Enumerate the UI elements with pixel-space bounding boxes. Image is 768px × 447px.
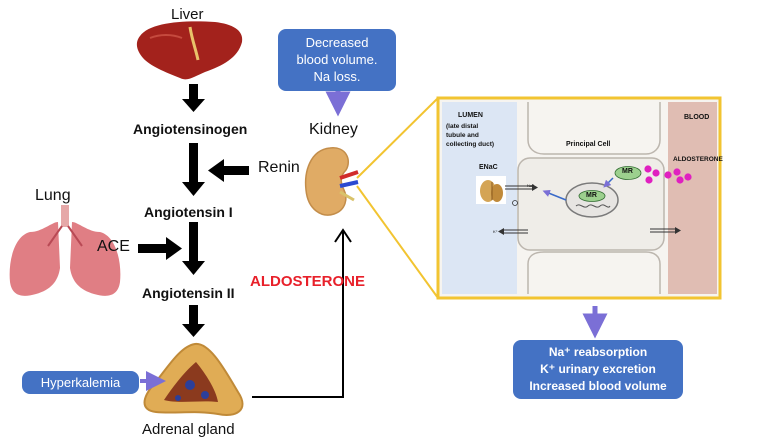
inset-aldosterone-label: ALDOSTERONE xyxy=(673,156,723,163)
callout-line-bottom xyxy=(356,185,439,299)
lumen-sub-1: (late distal xyxy=(446,123,479,130)
decreased-line-3: Na loss. xyxy=(313,69,361,84)
decreased-box: Decreased blood volume. Na loss. xyxy=(278,29,396,91)
angiotensin2-label: Angiotensin II xyxy=(142,285,235,301)
lumen-sub-2: tubule and xyxy=(446,132,479,139)
hyperkalemia-text: Hyperkalemia xyxy=(40,375,121,390)
result-line-2: K⁺ urinary excretion xyxy=(540,362,656,376)
arrow-to-adrenal xyxy=(182,305,205,337)
arrow-liver-to-angiotensinogen xyxy=(182,84,205,112)
lumen-subtitle: (late distal tubule and collecting duct) xyxy=(446,122,494,149)
kidney-icon xyxy=(304,147,359,216)
lung-icon xyxy=(9,205,121,296)
lumen-sub-3: collecting duct) xyxy=(446,141,495,148)
arrow-to-angiotensin2 xyxy=(182,222,205,275)
liver-label: Liver xyxy=(171,6,204,23)
principal-cell-inset xyxy=(436,96,722,300)
angiotensin1-label: Angiotensin I xyxy=(144,204,233,220)
blood-label: BLOOD xyxy=(684,114,710,121)
mr-nucleus-label: MR xyxy=(586,192,597,199)
renin-label: Renin xyxy=(258,159,300,176)
arrow-to-angiotensin1 xyxy=(182,143,205,196)
kidney-label: Kidney xyxy=(309,121,358,138)
liver-icon xyxy=(136,21,243,80)
principal-cell-label: Principal Cell xyxy=(566,141,611,148)
decreased-line-1: Decreased xyxy=(305,35,369,50)
na-ion-label: Na⁺ xyxy=(527,183,535,188)
k-ion-label: K⁺ xyxy=(493,229,498,234)
angiotensinogen-label: Angiotensinogen xyxy=(133,121,248,137)
decreased-line-2: blood volume. xyxy=(296,52,378,67)
aldosterone-path xyxy=(252,228,352,398)
aldosterone-label: ALDOSTERONE xyxy=(250,273,366,290)
hyperkalemia-box: Hyperkalemia xyxy=(22,371,139,394)
lung-label: Lung xyxy=(35,187,71,204)
adrenal-label: Adrenal gland xyxy=(142,421,235,438)
result-line-3: Increased blood volume xyxy=(529,379,667,393)
enac-label: ENaC xyxy=(479,164,498,171)
mr-outer-label: MR xyxy=(622,168,633,175)
lumen-title: LUMEN xyxy=(458,112,483,119)
ace-arrow xyxy=(138,237,182,260)
ace-label: ACE xyxy=(97,238,130,255)
result-line-1: Na⁺ reabsorption xyxy=(548,345,648,359)
renin-arrow xyxy=(208,159,249,182)
aldosterone-molecules xyxy=(644,165,692,184)
callout-line-top xyxy=(356,97,439,179)
adrenal-gland-icon xyxy=(143,342,244,416)
result-box: Na⁺ reabsorption K⁺ urinary excretion In… xyxy=(513,340,683,399)
